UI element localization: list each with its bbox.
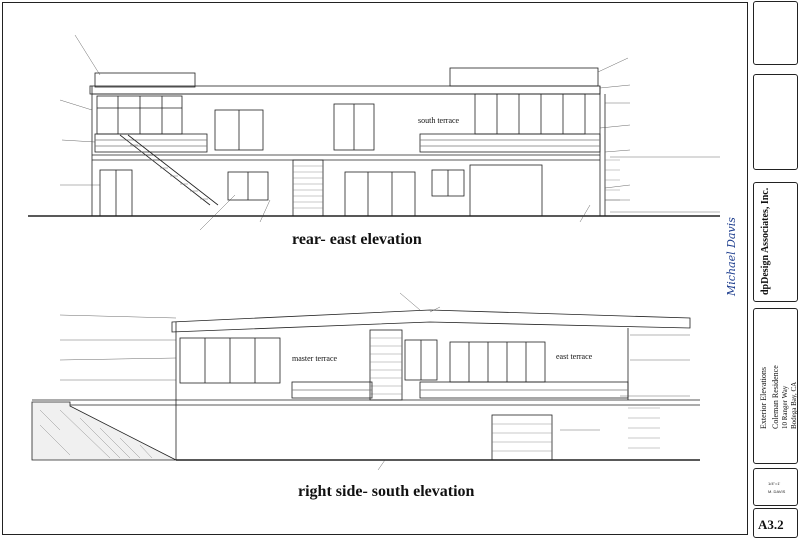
firm-name: dpDesign Associates, Inc. [760,187,771,295]
project-name: Coleman Residence [771,365,780,429]
rear-east-elevation-title: rear- east elevation [292,231,422,248]
south-terrace-label: south terrace [418,116,460,125]
scale-value: 1/4"=1' [768,481,781,486]
sheet-number: A3.2 [758,517,784,532]
drawing-area [2,2,748,535]
title-block: dpDesign Associates, Inc. Exterior Eleva… [753,0,800,539]
project-address: 10 Ranger Way [781,385,789,429]
drawn-by-value: M. DAVIS [768,489,786,494]
firm-box: dpDesign Associates, Inc. [753,182,798,302]
master-terrace-label: master terrace [292,354,338,363]
elevations-drawing [28,34,720,471]
revision-box [753,1,798,65]
info-box: 1/4"=1' M. DAVIS [753,468,798,506]
designer-box [753,74,798,170]
project-city: Bodega Bay, CA [790,381,798,429]
right-side-south-elevation-title: right side- south elevation [298,483,475,500]
east-terrace-label: east terrace [556,352,593,361]
designer-signature: Michael Davis [725,217,738,296]
sheet-number-box: A3.2 [753,508,798,538]
project-box: Exterior Elevations Coleman Residence 10… [753,308,798,464]
drawing-title: Exterior Elevations [759,367,768,429]
